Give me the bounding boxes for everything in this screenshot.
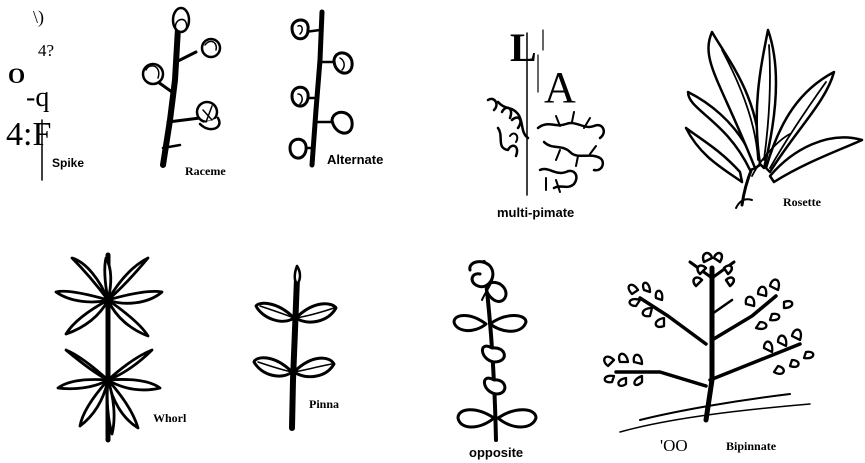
label-rosette: Rosette: [783, 196, 821, 208]
label-bipinnate: Bipinnate: [726, 440, 776, 452]
fragment-5: 4:F: [6, 118, 51, 152]
fragment-3: O: [8, 65, 25, 87]
fragment-6: L: [510, 28, 537, 68]
fragment-4: -q: [26, 84, 49, 112]
fragment-8: 'OO: [660, 437, 688, 454]
rosette-drawing: [686, 30, 862, 208]
label-multi-pinnate: multi-pimate: [497, 206, 574, 219]
label-pinna: Pinna: [309, 398, 339, 410]
label-whorl: Whorl: [153, 412, 186, 424]
multi-pinnate-drawing: [488, 30, 604, 195]
fragment-1: \): [33, 8, 44, 26]
whorl-drawing: [56, 255, 162, 440]
label-opposite: opposite: [469, 446, 523, 459]
fragment-7: A: [544, 66, 576, 110]
alternate-drawing: [290, 12, 352, 165]
fragment-2: 4?: [38, 42, 54, 59]
opposite-drawing: [454, 262, 536, 440]
bipinnate-drawing: [604, 253, 813, 432]
label-spike: Spike: [52, 157, 84, 169]
label-alternate: Alternate: [327, 153, 383, 166]
label-raceme: Raceme: [185, 165, 226, 177]
raceme-drawing: [143, 8, 220, 165]
